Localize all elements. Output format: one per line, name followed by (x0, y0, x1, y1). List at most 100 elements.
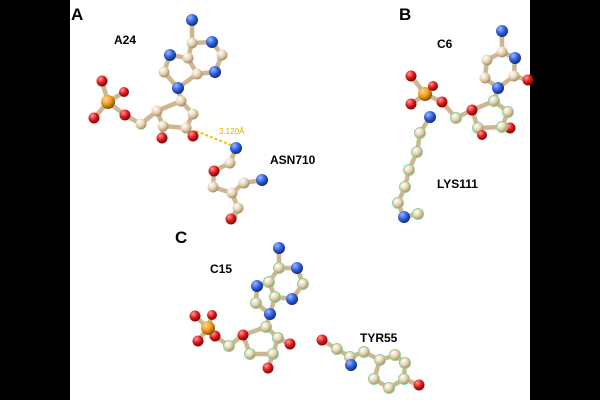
atom-n9 (172, 82, 184, 94)
atom-cb (358, 346, 370, 358)
atom-n6 (273, 242, 285, 254)
atom-c8 (158, 66, 170, 78)
panel-a-letter: A (71, 5, 83, 24)
atom-o4p (237, 329, 249, 341)
atom-c1p (260, 321, 272, 333)
atom-op1 (189, 310, 201, 322)
atom-c1p (488, 95, 500, 107)
atom-o3p (262, 362, 274, 374)
atom-c6 (273, 262, 285, 274)
panel-c-nucleotide-label: C15 (210, 262, 232, 276)
atom-o2p (187, 130, 199, 142)
atom-cb (207, 181, 219, 193)
atom-c3p (496, 121, 508, 133)
atom-c2p (272, 332, 284, 344)
panel-a-hbond-distance: 3.120Å (219, 127, 245, 136)
atom-o5p (119, 109, 131, 121)
atom-cd (411, 146, 423, 158)
atom-o2p (284, 338, 296, 350)
atom-c4p (157, 120, 169, 132)
panel-c-tyr55-atoms (316, 334, 425, 394)
atom-op3 (207, 310, 217, 320)
panel-b-residue-label: LYS111 (437, 177, 478, 191)
atom-c (331, 343, 343, 355)
atom-o (316, 334, 328, 346)
atom-ce2 (383, 382, 395, 394)
panel-a-adenosine-atoms (88, 14, 228, 144)
atom-o (225, 213, 237, 225)
atom-c3p (267, 348, 279, 360)
atom-ca (226, 187, 238, 199)
atom-c4p (244, 348, 256, 360)
atom-o4p (151, 105, 163, 117)
atom-c4 (191, 68, 203, 80)
atom-o3p (156, 132, 168, 144)
atom-n1 (291, 262, 303, 274)
atom-ce1 (399, 357, 411, 369)
panel-a-hbond-line (195, 130, 237, 148)
panel-a-nucleotide-label: A24 (114, 33, 136, 47)
atom-cx (232, 202, 244, 214)
atom-cz (398, 373, 410, 385)
atom-op2 (88, 112, 100, 124)
atom-n7 (251, 280, 263, 292)
atom-o4p (466, 104, 478, 116)
panel-b-lys111-atoms (392, 111, 436, 223)
atom-o3p (477, 130, 487, 140)
atom-n9 (264, 308, 276, 320)
atom-c8 (250, 297, 262, 309)
atom-c (412, 208, 424, 220)
atom-op2 (405, 98, 417, 110)
atom-op1 (96, 75, 108, 87)
atom-cb (399, 181, 411, 193)
atom-o2 (522, 74, 534, 86)
atom-c4 (269, 291, 281, 303)
figure-background (70, 0, 530, 400)
atom-n1 (206, 36, 218, 48)
atom-c6 (479, 72, 491, 84)
panel-b-cytidine-atoms (405, 25, 534, 140)
atom-n3 (209, 66, 221, 78)
panel-c: C C15 TYR55 (175, 228, 425, 394)
panel-b-nucleotide-label: C6 (437, 37, 453, 51)
atom-n1 (492, 82, 504, 94)
atom-c5p (135, 118, 147, 130)
atom-c6 (186, 37, 198, 49)
right-black-bar (530, 0, 600, 400)
atom-n4 (496, 25, 508, 37)
atom-o5p (436, 96, 448, 108)
atom-n7 (164, 49, 176, 61)
panel-a-residue-label: ASN710 (270, 153, 316, 167)
atom-ce (414, 127, 426, 139)
atom-c (238, 177, 250, 189)
atom-c5p (223, 340, 235, 352)
atom-n (256, 174, 268, 186)
atom-c5 (481, 54, 493, 66)
atom-nz (424, 111, 436, 123)
panel-b-letter: B (399, 5, 411, 24)
atom-od1 (208, 165, 220, 177)
atom-c1p (175, 95, 187, 107)
atom-oh (413, 379, 425, 391)
atom-cg (374, 354, 386, 366)
atom-c2p (502, 106, 514, 118)
atom-cd1 (389, 349, 401, 361)
panel-a: A A24 ASN710 3.120Å (71, 5, 316, 225)
atom-c2 (297, 278, 309, 290)
panel-b: B C6 LYS111 (392, 5, 534, 223)
left-black-bar (0, 0, 70, 400)
atom-n3 (509, 52, 521, 64)
atom-c5p (450, 112, 462, 124)
atom-c2 (216, 49, 228, 61)
atom-c3p (180, 122, 192, 134)
atom-cg (403, 164, 415, 176)
atom-n3 (286, 293, 298, 305)
atom-n6 (186, 14, 198, 26)
panel-c-residue-label: TYR55 (360, 331, 398, 345)
atom-p (201, 321, 215, 335)
panel-a-asn710-atoms (207, 142, 268, 225)
atom-op1 (405, 70, 417, 82)
atom-ca (392, 197, 404, 209)
atom-cg (224, 157, 236, 169)
